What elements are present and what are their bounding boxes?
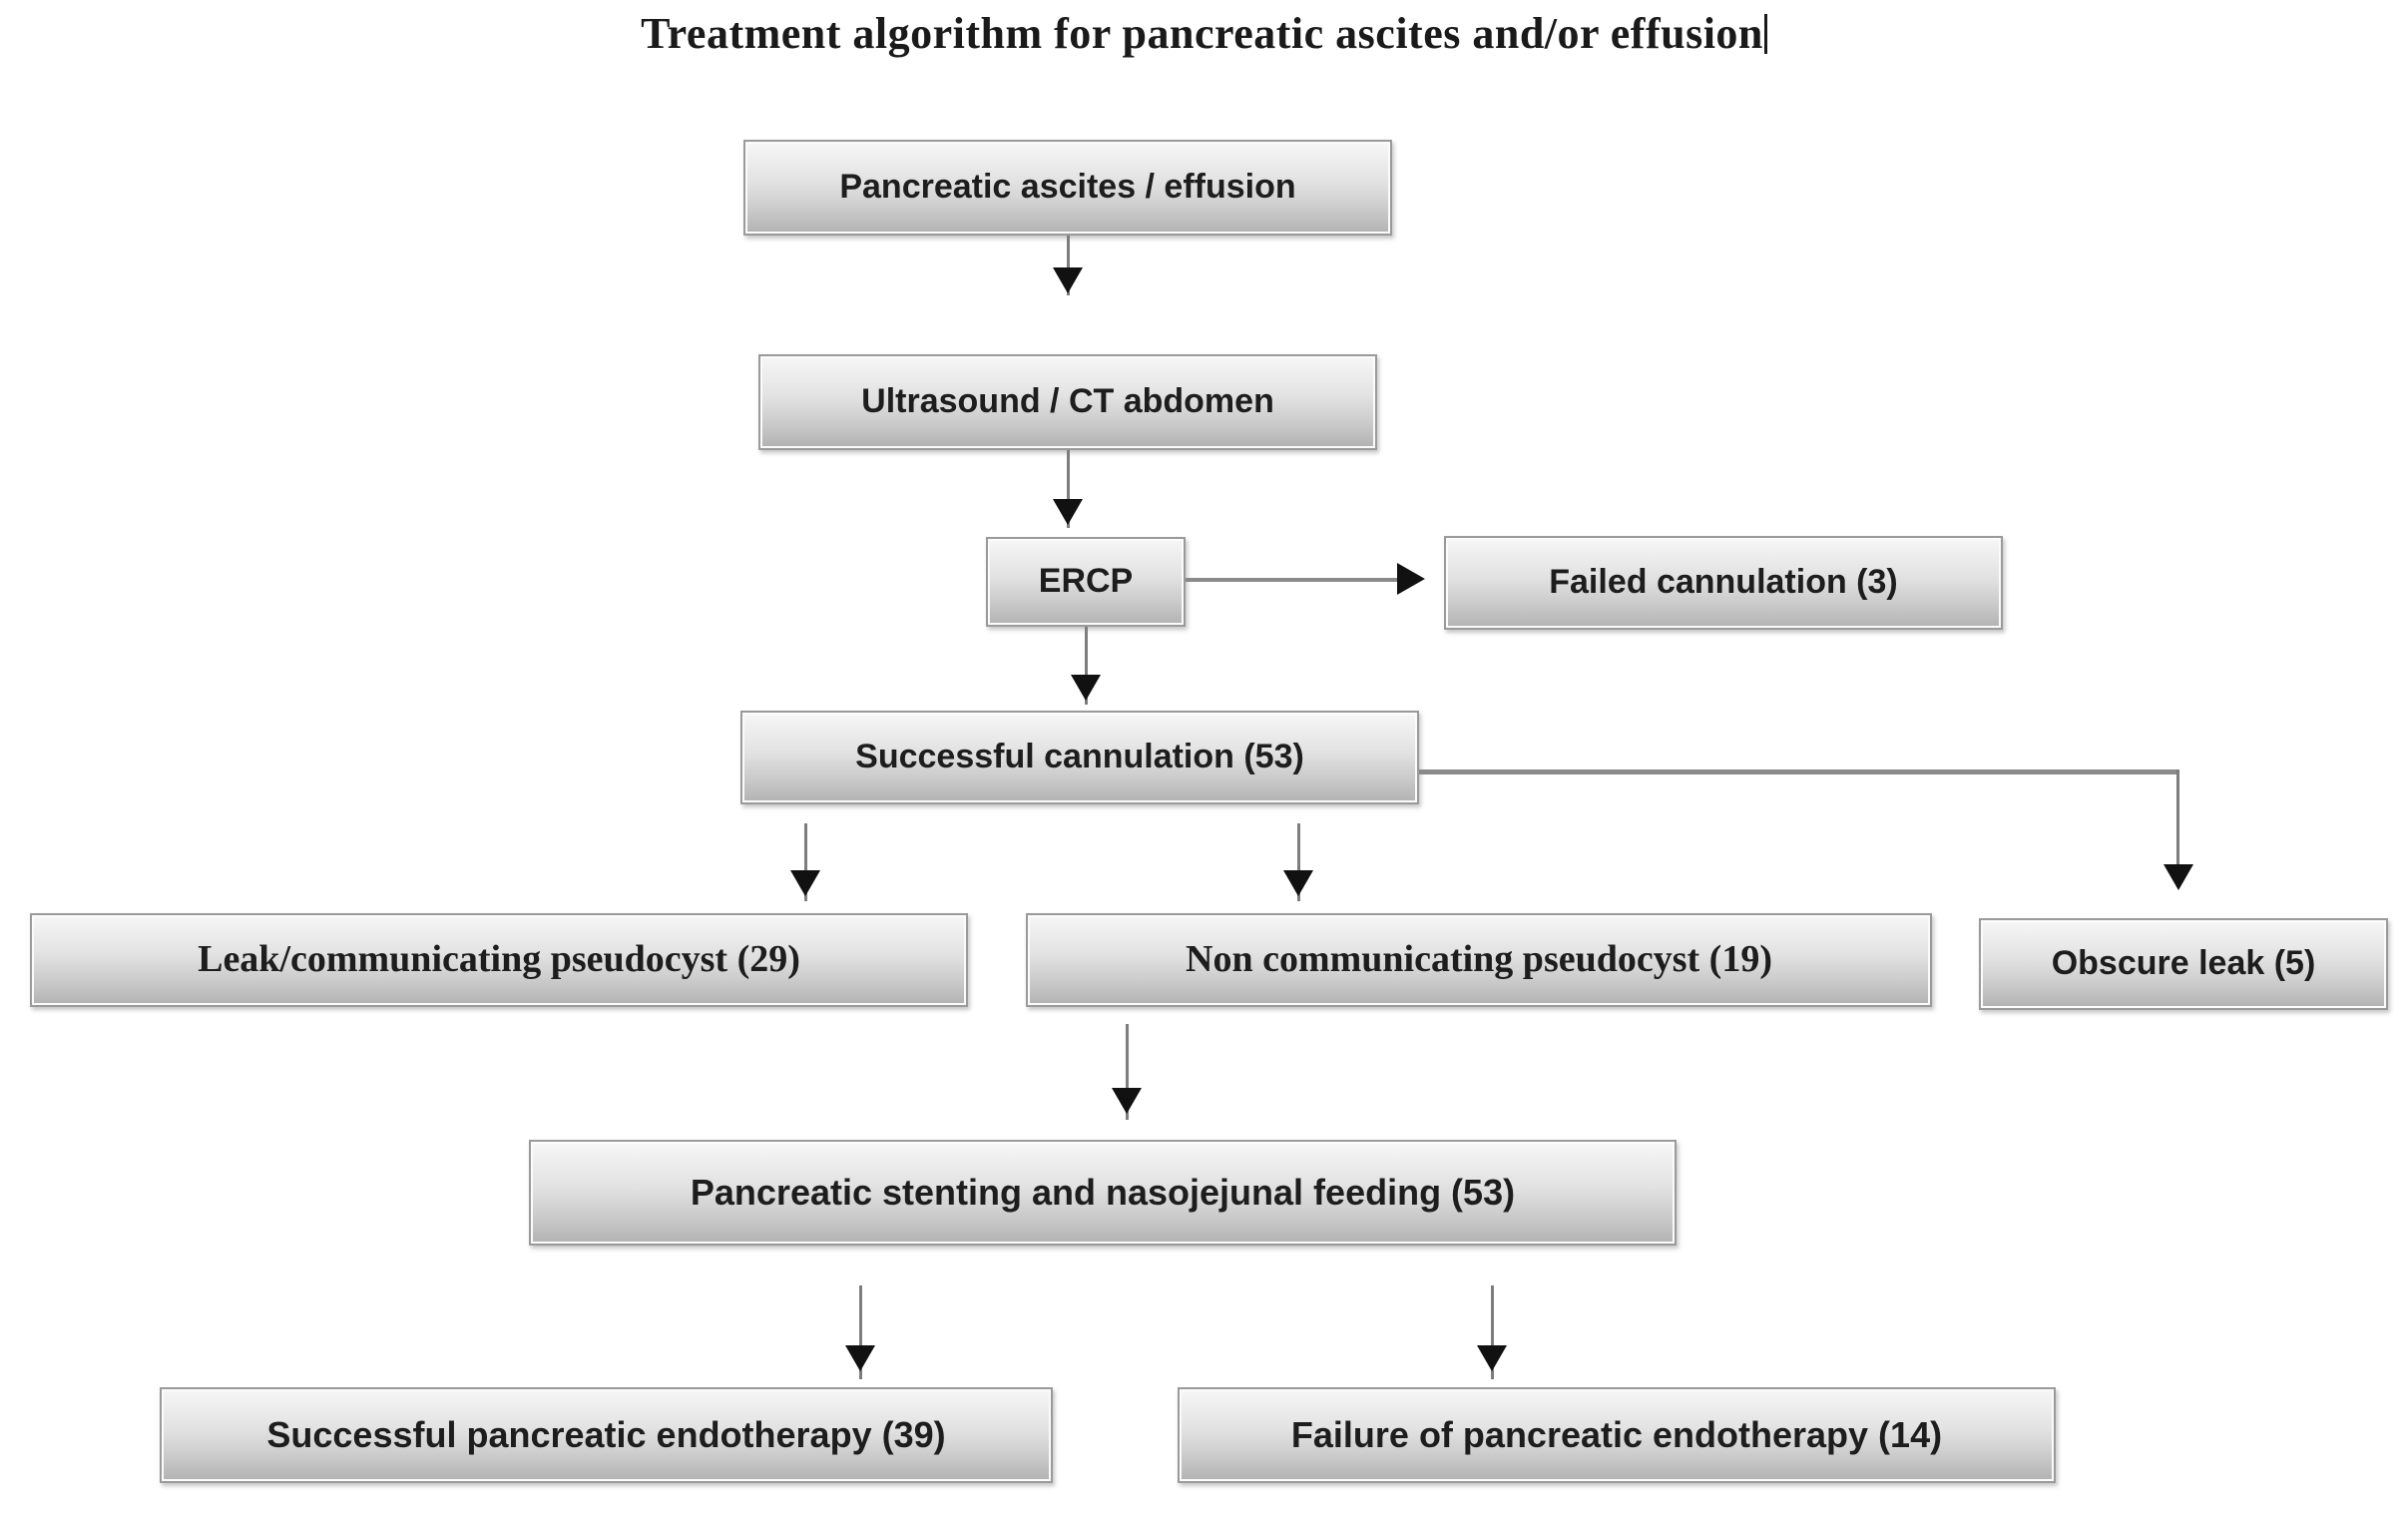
connector-n5-n8-horizontal [1419, 769, 2179, 774]
arrowhead-n7-n9-icon [1112, 1088, 1142, 1114]
node-leak-communicating-pseudocyst[interactable]: Leak/communicating pseudocyst (29) [30, 913, 968, 1007]
connector-n9-n10 [859, 1285, 862, 1379]
node-successful-pancreatic-endotherapy[interactable]: Successful pancreatic endotherapy (39) [160, 1387, 1053, 1483]
connector-n3-n4 [1186, 578, 1403, 582]
arrowhead-n3-n5-icon [1071, 675, 1101, 701]
arrowhead-n9-n10-icon [845, 1345, 875, 1371]
node-label: Pancreatic stenting and nasojejunal feed… [690, 1172, 1516, 1214]
node-label: Leak/communicating pseudocyst (29) [198, 938, 800, 981]
node-label: Failed cannulation (3) [1549, 563, 1898, 602]
node-failure-pancreatic-endotherapy[interactable]: Failure of pancreatic endotherapy (14) [1178, 1387, 2056, 1483]
connector-n5-n7 [1297, 823, 1300, 901]
node-label: Failure of pancreatic endotherapy (14) [1290, 1414, 1943, 1456]
node-non-communicating-pseudocyst[interactable]: Non communicating pseudocyst (19) [1026, 913, 1932, 1007]
node-ercp[interactable]: ERCP [986, 537, 1186, 627]
arrowhead-n5-n6-icon [790, 870, 820, 896]
page-title-text: Treatment algorithm for pancreatic ascit… [641, 9, 1763, 58]
node-pancreatic-ascites-effusion[interactable]: Pancreatic ascites / effusion [743, 140, 1392, 236]
node-label: Non communicating pseudocyst (19) [1186, 938, 1772, 981]
node-pancreatic-stenting-nasojejunal-feeding[interactable]: Pancreatic stenting and nasojejunal feed… [529, 1140, 1677, 1246]
node-label: ERCP [1038, 562, 1134, 601]
arrowhead-n9-n11-icon [1477, 1345, 1507, 1371]
node-ultrasound-ct-abdomen[interactable]: Ultrasound / CT abdomen [758, 354, 1377, 450]
arrowhead-n5-n8-icon [2164, 864, 2193, 890]
node-label: Successful pancreatic endotherapy (39) [266, 1414, 946, 1456]
text-cursor [1763, 14, 1767, 54]
arrowhead-n2-n3-icon [1053, 499, 1083, 525]
connector-n7-n9 [1126, 1024, 1129, 1120]
arrowhead-n3-n4-icon [1397, 563, 1425, 595]
node-label: Ultrasound / CT abdomen [861, 382, 1274, 421]
node-label: Obscure leak (5) [2051, 944, 2316, 983]
connector-n1-n2 [1067, 236, 1070, 295]
node-label: Pancreatic ascites / effusion [839, 168, 1296, 207]
arrowhead-n1-n2-icon [1053, 267, 1083, 293]
node-failed-cannulation[interactable]: Failed cannulation (3) [1444, 536, 2003, 630]
node-label: Successful cannulation (53) [855, 738, 1304, 776]
connector-n5-n6 [804, 823, 807, 901]
arrowhead-n5-n7-icon [1283, 870, 1313, 896]
node-successful-cannulation[interactable]: Successful cannulation (53) [740, 711, 1419, 804]
connector-n9-n11 [1491, 1285, 1494, 1379]
connector-n5-n8-vertical [2176, 769, 2179, 887]
page-title: Treatment algorithm for pancreatic ascit… [0, 8, 2408, 59]
node-obscure-leak[interactable]: Obscure leak (5) [1979, 918, 2388, 1010]
connector-n2-n3 [1067, 450, 1070, 528]
connector-n3-n5 [1085, 627, 1088, 705]
